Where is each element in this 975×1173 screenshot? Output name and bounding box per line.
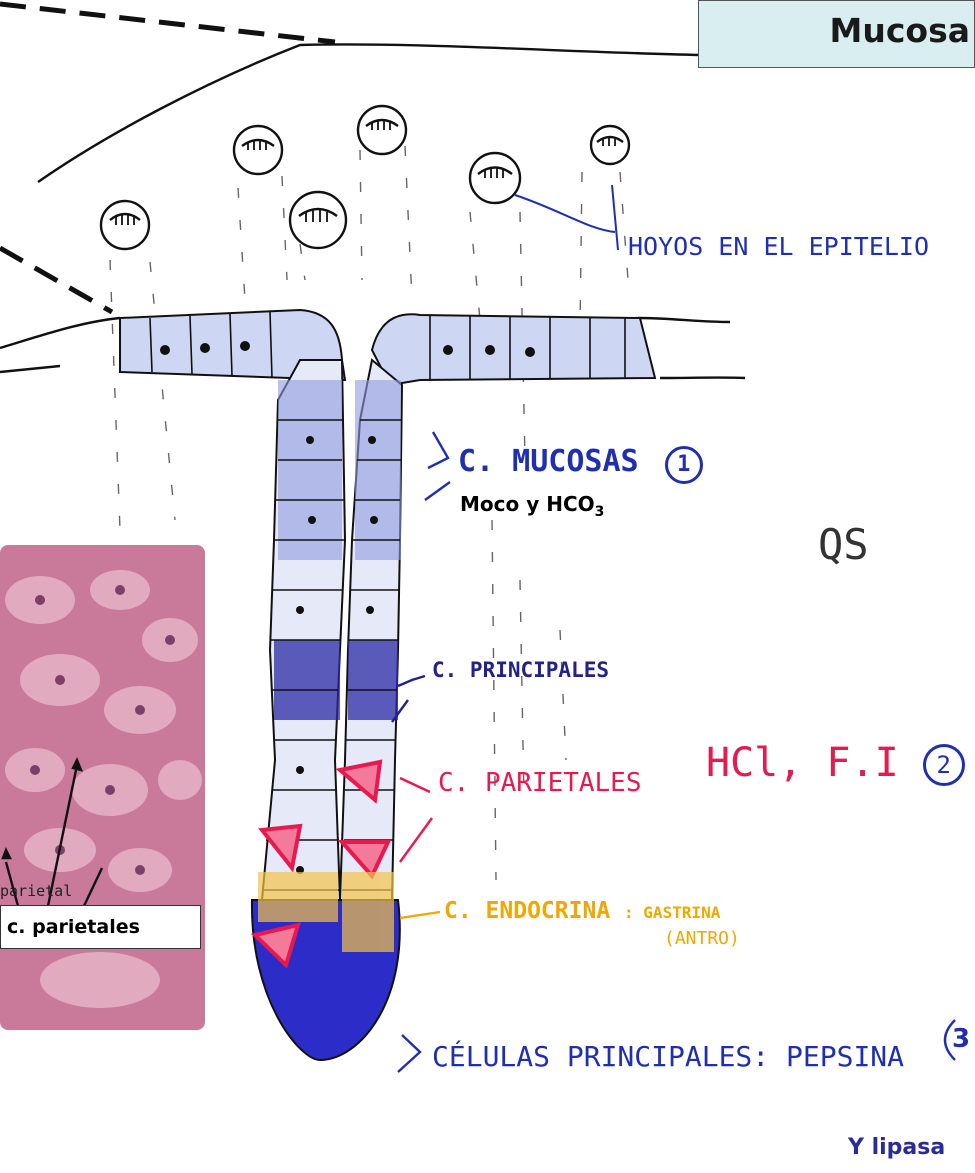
pit: [290, 192, 346, 248]
endocrine-note: (ANTRO): [664, 928, 740, 949]
mucous-cells-number: 1: [665, 446, 703, 484]
parietal-number: 2: [923, 744, 965, 786]
chief-cells-extra-secretion: Y lipasa: [848, 1135, 945, 1160]
parietal-secretion-text: HCl, F.I: [706, 740, 899, 786]
chief-cells-base-label: CÉLULAS PRINCIPALES: PEPSINA: [432, 1040, 904, 1073]
title-box: Mucosa: [698, 0, 975, 68]
mucous-secretion: Moco y HCO3: [460, 492, 604, 520]
chief-cells-upper-label: C. PRINCIPALES: [432, 658, 609, 682]
title: Mucosa: [830, 11, 970, 50]
pits-pointer: [515, 185, 618, 250]
pit: [101, 201, 149, 249]
pits-label: HOYOS EN EL EPITELIO: [628, 232, 929, 261]
endocrine-secretion: : GASTRINA: [624, 903, 720, 922]
mucous-secretion-main: Moco y HCO: [460, 492, 595, 516]
histology-label-box: c. parietales: [0, 905, 201, 949]
mucous-cells-name: C. MUCOSAS: [458, 444, 639, 479]
histology-micrograph: [0, 545, 205, 1030]
pit: [358, 106, 406, 154]
chief-cells-base-secretion: : PEPSINA: [752, 1040, 904, 1073]
parietal-cells-label: C. PARIETALES: [438, 768, 642, 798]
histology-partial-label: parietal: [0, 882, 72, 900]
endocrine-cells-label: C. ENDOCRINA : GASTRINA: [444, 898, 720, 924]
chief-cells-base-name: CÉLULAS PRINCIPALES: [432, 1040, 752, 1073]
mucous-cells-label: C. MUCOSAS 1: [458, 444, 703, 484]
histology-label: c. parietales: [7, 916, 140, 938]
chief-cells-base-number: 3: [952, 1024, 970, 1054]
pit: [234, 126, 282, 174]
endocrine-name: C. ENDOCRINA: [444, 898, 610, 924]
margin-scribble: QS: [818, 520, 869, 569]
parietal-secretion: HCl, F.I 2: [706, 740, 965, 786]
gastric-pits: [101, 106, 629, 249]
pit: [470, 153, 520, 203]
mucous-secretion-sub: 3: [595, 504, 605, 520]
pit: [591, 126, 629, 164]
